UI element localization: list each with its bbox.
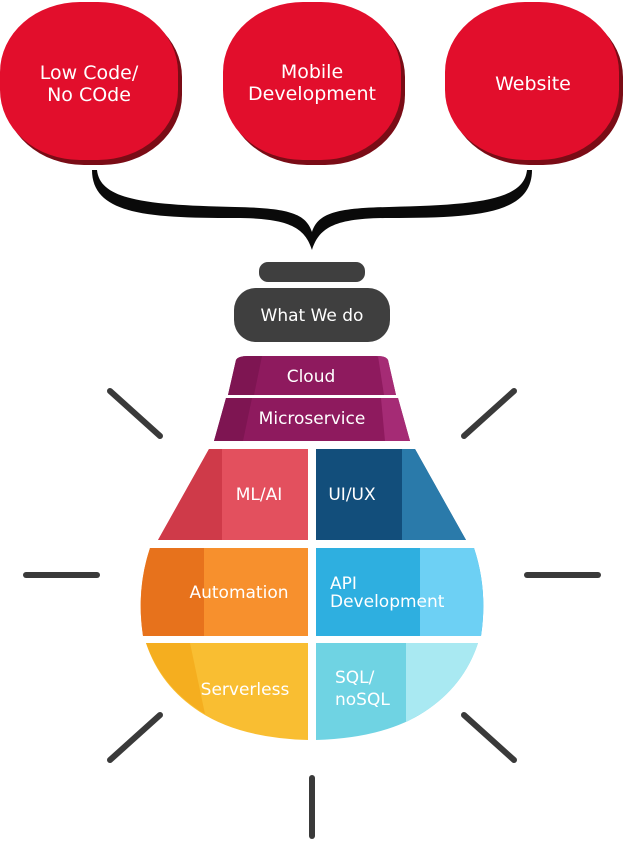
microservice-label: Microservice bbox=[259, 409, 366, 429]
what-we-do-label: What We do bbox=[261, 306, 364, 326]
what-we-do-badge: What We do bbox=[234, 288, 390, 342]
service-label-low-code-line1: Low Code/ bbox=[40, 62, 139, 84]
bulb-cap-top bbox=[259, 262, 365, 282]
ml-ai-cell: ML/AI bbox=[158, 449, 308, 540]
ray-upper-left bbox=[107, 388, 163, 439]
sql-nosql-cell: SQL/ noSQL bbox=[316, 643, 478, 740]
automation-label: Automation bbox=[189, 583, 288, 603]
sql-label-line2: noSQL bbox=[335, 690, 390, 710]
light-rays bbox=[23, 388, 601, 839]
ray-lower-right bbox=[461, 712, 517, 763]
ui-ux-cell: UI/UX bbox=[316, 449, 466, 540]
serverless-cell: Serverless bbox=[146, 643, 308, 740]
ray-upper-right bbox=[461, 388, 517, 439]
service-label-low-code-line2: No COde bbox=[47, 84, 131, 106]
serverless-label: Serverless bbox=[201, 680, 290, 700]
api-development-cell: API Development bbox=[316, 548, 484, 636]
ml-ai-label: ML/AI bbox=[236, 485, 283, 505]
api-label-line1: API bbox=[330, 574, 357, 594]
ray-lower-left bbox=[107, 712, 163, 763]
service-label-mobile-line1: Mobile bbox=[281, 61, 343, 83]
cloud-band: Cloud bbox=[228, 356, 396, 395]
service-label-website: Website bbox=[495, 73, 571, 95]
automation-cell: Automation bbox=[140, 548, 308, 636]
api-label-line2: Development bbox=[330, 592, 445, 612]
curly-brace bbox=[92, 170, 532, 250]
sql-label-line1: SQL/ bbox=[335, 668, 375, 688]
ui-ux-label: UI/UX bbox=[328, 485, 376, 505]
service-blob-low-code: Low Code/ No COde bbox=[0, 2, 182, 165]
microservice-band: Microservice bbox=[214, 398, 410, 441]
cloud-label: Cloud bbox=[287, 367, 336, 387]
service-blob-website: Website bbox=[445, 2, 623, 165]
service-blob-mobile-development: Mobile Development bbox=[223, 2, 405, 165]
service-label-mobile-line2: Development bbox=[248, 83, 376, 105]
